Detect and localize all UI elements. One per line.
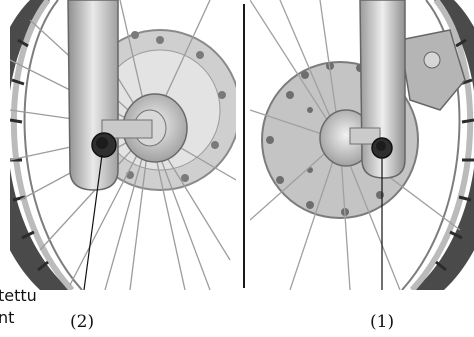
callout-label-2: (2)	[70, 312, 94, 332]
caption-fragment-1: tettu	[0, 286, 37, 306]
callout-label-1: (1)	[370, 312, 394, 332]
left-wheel-illustration	[10, 0, 236, 290]
caption-fragment-2: nt	[0, 308, 14, 328]
front-wheel-right-side-icon	[250, 0, 474, 290]
panel-divider	[243, 4, 245, 288]
right-wheel-illustration	[250, 0, 474, 290]
front-wheel-left-side-icon	[10, 0, 236, 290]
